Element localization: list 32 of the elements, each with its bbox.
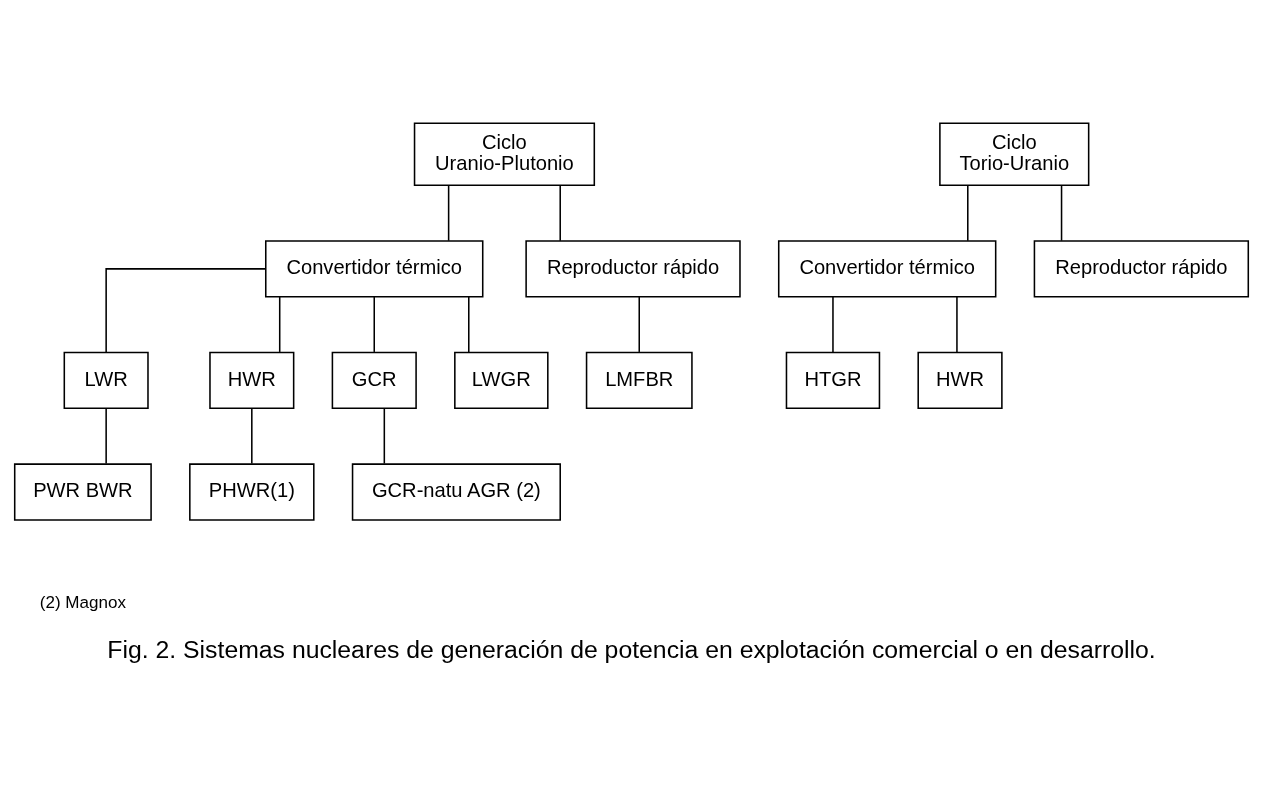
- connector: [383, 407, 386, 465]
- node-box: LWGR: [454, 351, 549, 410]
- connector: [832, 296, 834, 353]
- node-box: HTGR: [785, 351, 881, 410]
- connector: [468, 296, 470, 353]
- node-box: Reproductor rápido: [525, 240, 741, 298]
- node-box: GCR: [331, 351, 417, 410]
- node-box: Reproductor rápido: [1033, 240, 1250, 298]
- connector: [967, 184, 969, 242]
- connector: [638, 296, 641, 353]
- node-box: GCR-natu AGR (2): [351, 463, 561, 521]
- connector: [559, 184, 561, 242]
- label: (2) Magnox: [39, 592, 126, 612]
- node-box: HWR: [917, 351, 1003, 410]
- connector: [956, 296, 958, 353]
- connector: [251, 407, 253, 465]
- node-box: Ciclo Uranio-Plutonio: [413, 122, 596, 186]
- connector: [373, 296, 376, 353]
- node-box: LWR: [63, 351, 149, 410]
- node-box: LMFBR: [585, 351, 693, 410]
- node-box: HWR: [209, 351, 295, 410]
- connector: [278, 296, 281, 353]
- connector: [105, 268, 266, 354]
- connector: [1060, 184, 1063, 242]
- node-box: Ciclo Torio-Uranio: [939, 122, 1090, 186]
- node-box: Convertidor térmico: [777, 240, 997, 298]
- node-box: PWR BWR: [13, 463, 152, 521]
- connector: [105, 407, 107, 465]
- caption: Fig. 2. Sistemas nucleares de generación de potencia en explotación comercial o en desarrollo.: [107, 635, 1156, 663]
- node-box: PHWR(1): [189, 463, 315, 521]
- node-box: Convertidor térmico: [265, 240, 484, 298]
- connector: [447, 184, 450, 242]
